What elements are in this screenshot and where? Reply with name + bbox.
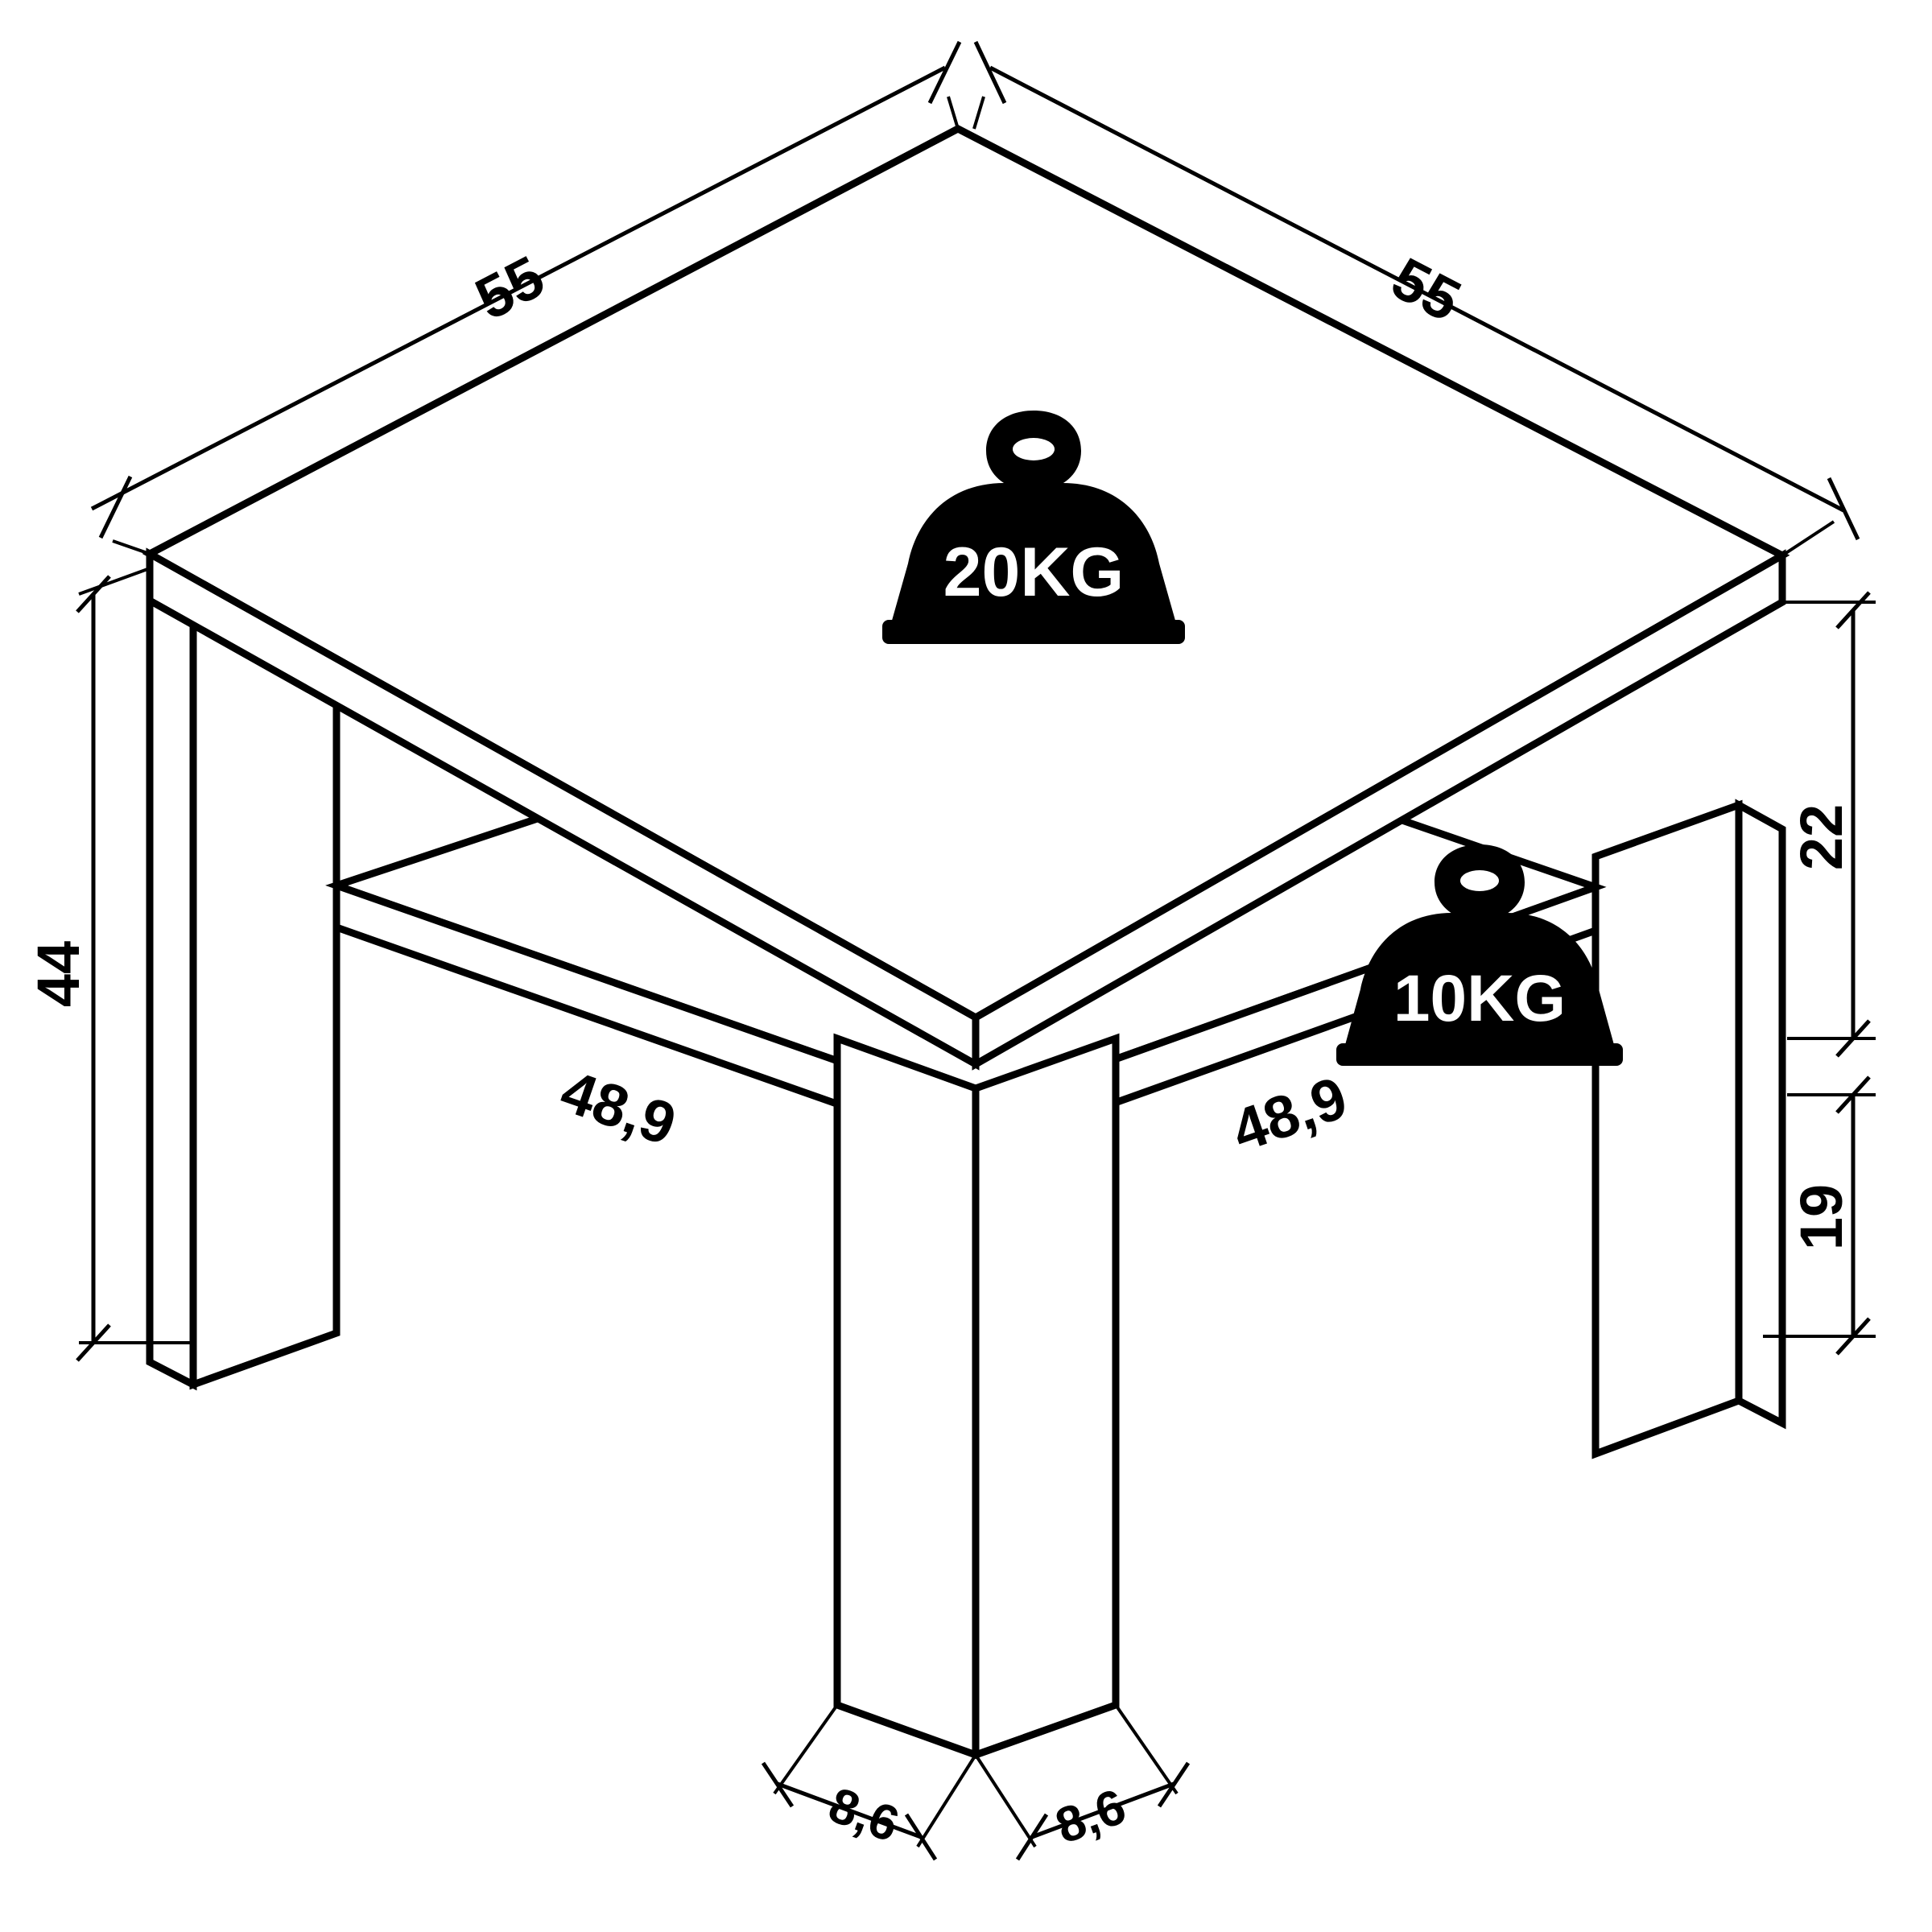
dim-label-leg-width-right: 8,6 [1049,1779,1133,1855]
leg-front [833,1033,1120,1761]
dim-label-total-height: 44 [25,941,92,1007]
dim-label-top-left: 55 [465,243,555,333]
weight-icon [882,411,1185,644]
dim-line-leg-width-right [974,1703,1191,1861]
dim-line-top-left [90,40,962,555]
load-badge-top-label: 20KG [943,534,1125,611]
dim-label-top-to-shelf: 22 [1788,804,1855,870]
load-badge-top: 20KG [882,411,1185,644]
dim-label-shelf-right-length: 48,9 [1224,1063,1355,1164]
dim-line-shelf-to-floor [1763,1075,1876,1356]
dim-line-top-to-shelf [1782,591,1876,1058]
weight-icon [1336,844,1623,1066]
dim-line-total-height [76,567,193,1362]
dim-line-leg-width-left [761,1703,977,1861]
dim-line-top-right [972,40,1860,557]
dim-label-shelf-to-floor: 19 [1788,1184,1855,1250]
dim-label-top-right: 55 [1381,245,1471,335]
dim-label-shelf-left-length: 48,9 [553,1057,684,1158]
load-badge-shelf-label: 10KG [1393,962,1566,1035]
dim-label-leg-width-left: 8,6 [822,1777,906,1853]
leg-right [1591,799,1786,1459]
dimension-lines [76,40,1876,1861]
load-badge-shelf: 10KG [1336,844,1623,1066]
